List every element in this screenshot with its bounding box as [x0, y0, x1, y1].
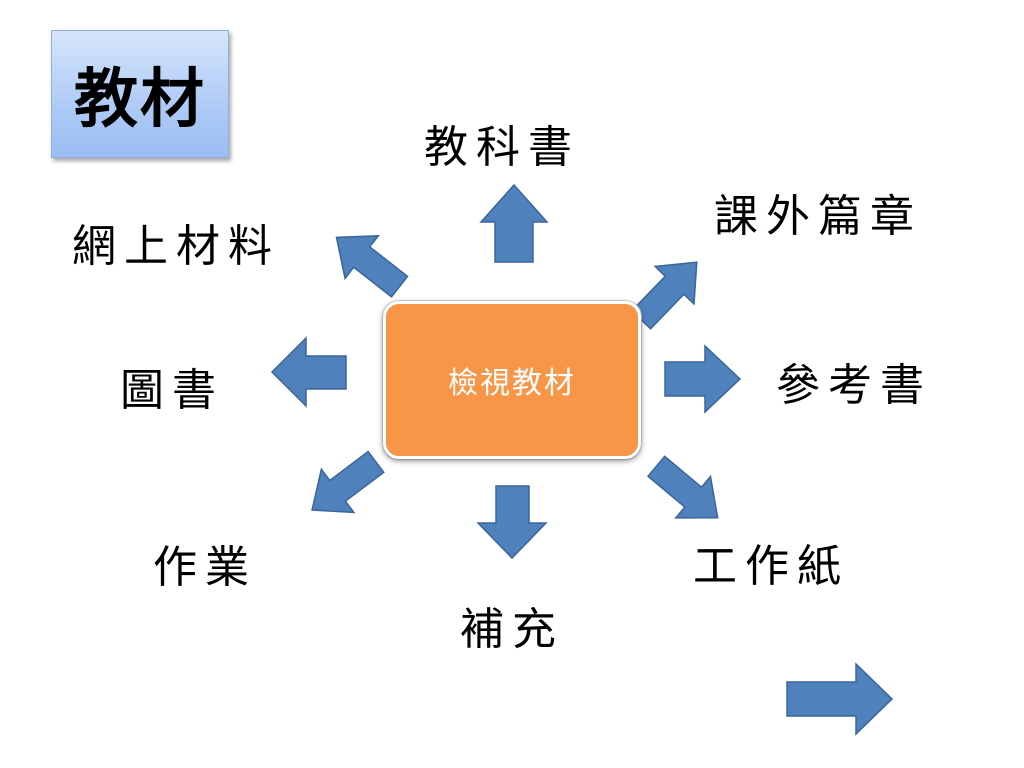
slide-title: 教材 — [74, 63, 206, 137]
arrow-left-icon — [270, 336, 347, 408]
arrow-up-right-icon — [630, 261, 698, 330]
arrow-right-icon — [664, 344, 742, 414]
center-node: 檢視教材 — [383, 301, 641, 459]
arrow-up-icon — [479, 183, 549, 263]
label-textbook: 教科書 — [424, 122, 580, 173]
arrow-down-right-icon — [646, 455, 719, 519]
arrow-down-icon — [476, 485, 548, 560]
title-box: 教材 — [51, 30, 229, 158]
arrow-up-left-icon — [335, 234, 409, 298]
label-worksheet: 工作紙 — [693, 541, 849, 592]
center-node-label: 檢視教材 — [448, 366, 576, 401]
label-online: 網上材料 — [72, 221, 280, 272]
label-supplementary: 補充 — [460, 604, 564, 655]
label-library-books: 圖書 — [120, 365, 224, 416]
label-reference: 參考書 — [776, 360, 932, 411]
label-extracurricular: 課外篇章 — [714, 191, 922, 242]
next-slide-arrow-icon[interactable] — [786, 662, 894, 736]
label-homework: 作業 — [153, 542, 257, 593]
arrow-down-left-icon — [311, 450, 385, 514]
